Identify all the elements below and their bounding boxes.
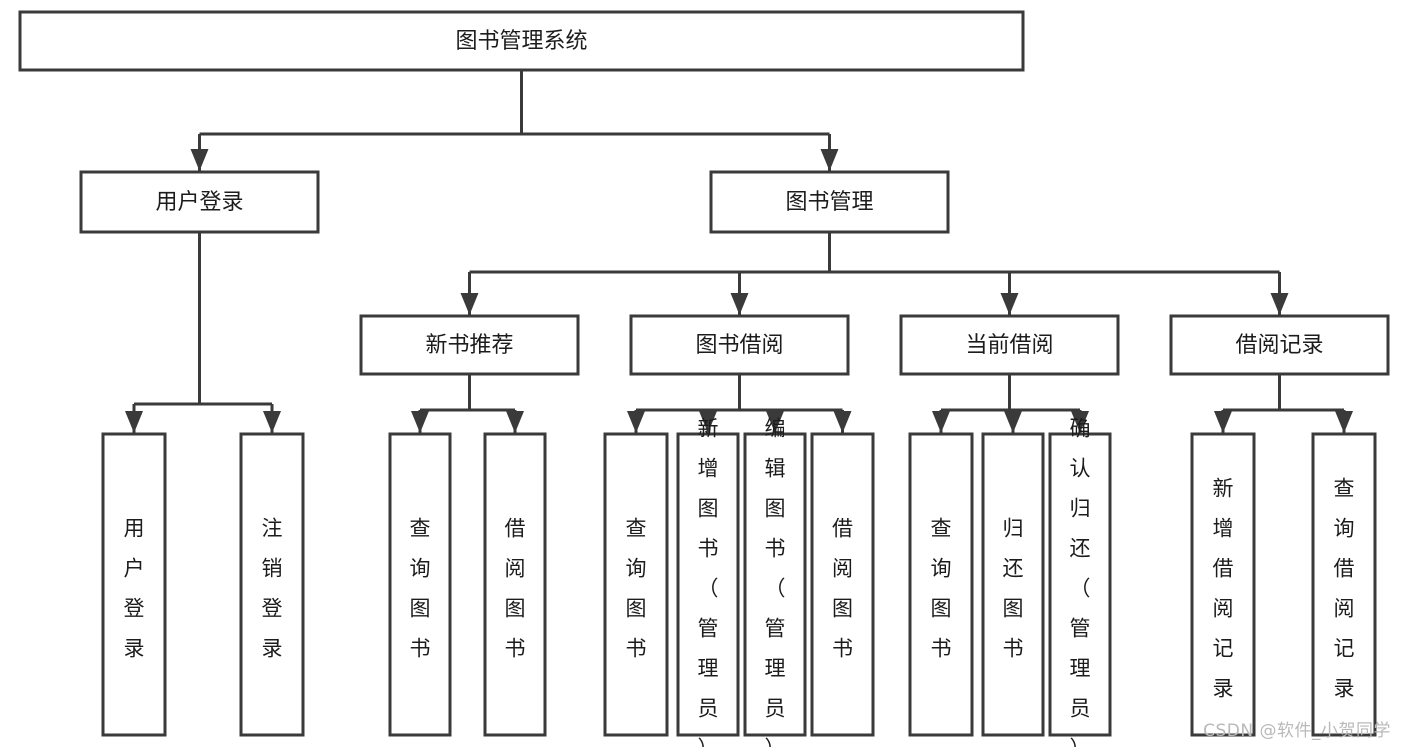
arrow-head-icon (506, 411, 524, 433)
arrow-head-icon (125, 411, 143, 433)
arrow-head-icon (699, 411, 717, 433)
node-label: 新增借阅记录 (1213, 477, 1234, 701)
node-leaf-user-logout[interactable]: 注销登录 (239, 432, 305, 737)
node-l2-book-mgmt[interactable]: 图书管理 (709, 170, 950, 234)
arrow-head-icon (1004, 411, 1022, 433)
arrow-head-icon (1335, 411, 1353, 433)
node-label: 借阅图书 (505, 517, 526, 661)
node-leaf-bb-borrow[interactable]: 借阅图书 (810, 432, 875, 737)
node-label: 图书管理系统 (455, 29, 587, 54)
node-label: 编辑图书（管理员） (765, 417, 786, 747)
node-box (1311, 432, 1377, 737)
node-leaf-rec-borrow[interactable]: 借阅图书 (483, 432, 547, 737)
node-leaf-cb-query[interactable]: 查询图书 (908, 432, 974, 737)
arrow-head-icon (1270, 293, 1289, 315)
node-box (79, 170, 320, 234)
node-root[interactable]: 图书管理系统 (18, 10, 1025, 72)
node-l3-current-borrow[interactable]: 当前借阅 (899, 314, 1120, 376)
node-label: 用户登录 (124, 517, 145, 661)
node-label: 查询图书 (931, 517, 952, 661)
node-label: 注销登录 (262, 517, 283, 661)
arrow-head-icon (1000, 293, 1019, 315)
node-label: 用户登录 (155, 190, 243, 215)
arrow-head-icon (932, 411, 950, 433)
node-label: 查询借阅记录 (1334, 477, 1355, 701)
node-box (359, 314, 580, 376)
node-box (709, 170, 950, 234)
arrow-head-icon (460, 293, 479, 315)
arrow-head-icon (833, 411, 852, 433)
arrow-head-icon (190, 149, 209, 171)
arrow-head-icon (263, 411, 281, 433)
csdn-watermark: CSDN @软件_小贺同学 (1203, 721, 1391, 741)
node-leaf-bb-add[interactable]: 新增图书（管理员） (676, 417, 740, 747)
node-leaf-cb-return[interactable]: 归还图书 (981, 432, 1045, 737)
node-box (388, 432, 452, 737)
node-leaf-bb-edit[interactable]: 编辑图书（管理员） (743, 417, 807, 747)
arrow-head-icon (411, 411, 429, 433)
node-label: 归还图书 (1003, 517, 1024, 661)
node-label: 确认归还（管理员） (1070, 417, 1091, 747)
node-label: 新书推荐 (425, 333, 513, 358)
node-box (981, 432, 1045, 737)
node-label: 当前借阅 (965, 333, 1053, 358)
node-label: 图书管理 (785, 190, 873, 215)
node-box (676, 432, 740, 737)
node-label: 图书借阅 (695, 333, 783, 358)
node-box (908, 432, 974, 737)
arrow-head-icon (766, 411, 784, 433)
node-l3-new-book-rec[interactable]: 新书推荐 (359, 314, 580, 376)
arrow-head-icon (1214, 411, 1232, 433)
node-box (810, 432, 875, 737)
node-label: 查询图书 (410, 517, 431, 661)
node-box (1169, 314, 1390, 376)
node-box (101, 432, 167, 737)
arrow-head-icon (1071, 411, 1089, 433)
node-leaf-br-add[interactable]: 新增借阅记录 (1190, 432, 1256, 737)
node-leaf-bb-query[interactable]: 查询图书 (603, 432, 669, 737)
node-box (18, 10, 1025, 72)
node-box (483, 432, 547, 737)
node-box (629, 314, 850, 376)
node-leaf-user-login[interactable]: 用户登录 (101, 432, 167, 737)
node-box (1190, 432, 1256, 737)
node-leaf-rec-query[interactable]: 查询图书 (388, 432, 452, 737)
arrow-head-icon (820, 149, 839, 171)
edge-layer (125, 70, 1353, 433)
node-box (743, 432, 807, 737)
node-l3-borrow-record[interactable]: 借阅记录 (1169, 314, 1390, 376)
node-label: 新增图书（管理员） (698, 417, 719, 747)
node-label: 借阅图书 (832, 517, 853, 661)
node-l3-book-borrow[interactable]: 图书借阅 (629, 314, 850, 376)
node-layer: 图书管理系统用户登录图书管理新书推荐图书借阅当前借阅借阅记录用户登录注销登录查询… (18, 10, 1390, 747)
node-label: 借阅记录 (1235, 333, 1323, 358)
node-box (1048, 432, 1112, 737)
node-box (239, 432, 305, 737)
node-leaf-cb-confirm[interactable]: 确认归还（管理员） (1048, 417, 1112, 747)
node-leaf-br-query[interactable]: 查询借阅记录 (1311, 432, 1377, 737)
arrow-head-icon (730, 293, 749, 315)
arrow-head-icon (627, 411, 645, 433)
node-box (899, 314, 1120, 376)
node-label: 查询图书 (626, 517, 647, 661)
node-l2-user-login[interactable]: 用户登录 (79, 170, 320, 234)
node-box (603, 432, 669, 737)
